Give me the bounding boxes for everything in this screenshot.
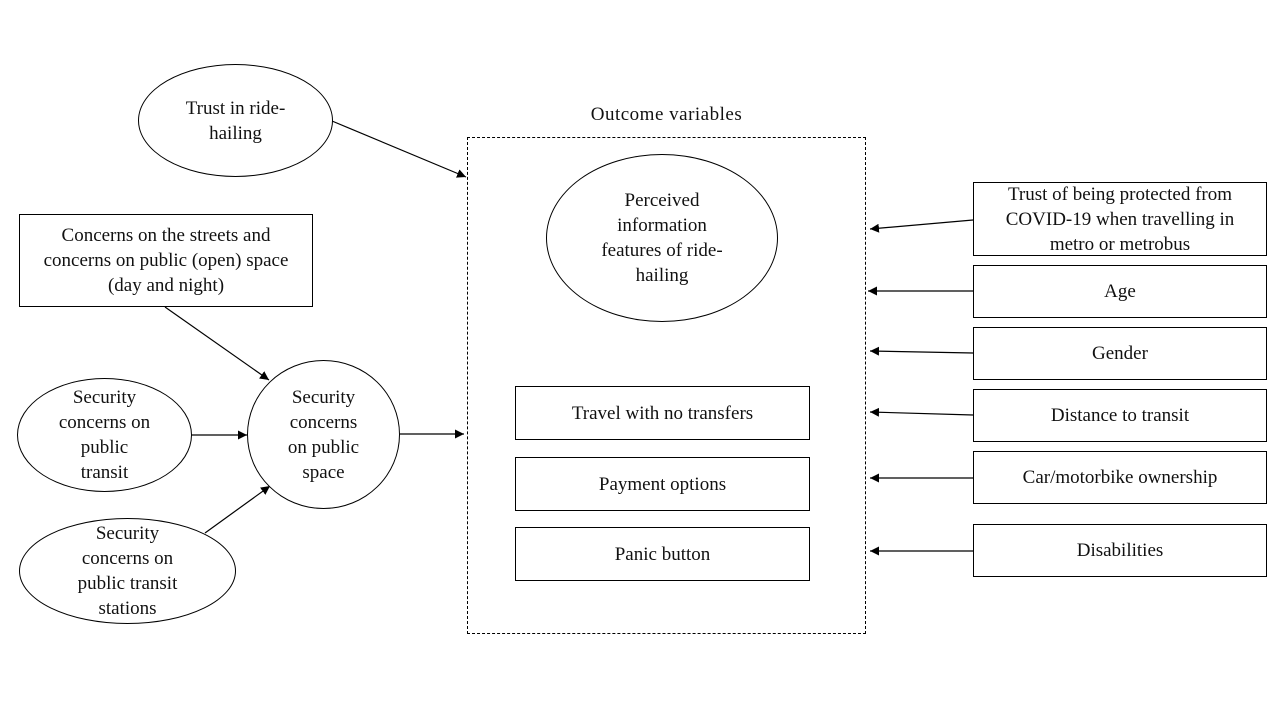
age-node: Age (973, 265, 1267, 318)
disabilities-label: Disabilities (1076, 540, 1164, 561)
stations-concerns-label: Security concerns on public transit stat… (77, 523, 178, 619)
gender-node: Gender (973, 327, 1267, 380)
disabilities-node: Disabilities (973, 524, 1267, 577)
arrow-trust-to-outcome (331, 120, 467, 178)
protected-covid-node: Trust of being protected from COVID-19 w… (973, 182, 1267, 256)
outcome-title: Outcome variables (590, 104, 743, 125)
arrow-gender-to-outcome (869, 346, 974, 356)
protected-covid-label: Trust of being protected from COVID-19 w… (1005, 183, 1235, 255)
car-ownership-label: Car/motorbike ownership (1022, 467, 1218, 488)
streets-concerns-label: Concerns on the streets and concerns on … (43, 225, 289, 296)
gender-label: Gender (1092, 343, 1148, 364)
perceived-features-label: Perceived information features of ride-h… (601, 190, 723, 286)
space-concerns-node: Security concerns on public space (247, 360, 400, 509)
travel-no-transfers-node: Travel with no transfers (515, 386, 810, 440)
arrow-streets-to-space (164, 306, 270, 381)
streets-concerns-node: Concerns on the streets and concerns on … (19, 214, 313, 307)
outcome-container (467, 137, 866, 634)
age-label: Age (1104, 281, 1136, 302)
transit-concerns-node: Security concerns on public transit (17, 378, 192, 492)
transit-concerns-label: Security concerns on public transit (58, 387, 151, 483)
travel-no-transfers-label: Travel with no transfers (571, 402, 754, 424)
payment-options-node: Payment options (515, 457, 810, 511)
perceived-features-node: Perceived information features of ride-h… (546, 154, 778, 322)
arrow-protected-to-outcome (869, 219, 974, 233)
stations-concerns-node: Security concerns on public transit stat… (19, 518, 236, 624)
panic-button-node: Panic button (515, 527, 810, 581)
distance-to-transit-label: Distance to transit (1050, 405, 1190, 426)
arrow-distance-to-outcome (869, 407, 974, 417)
panic-button-label: Panic button (614, 543, 711, 565)
trust-in-ride-hailing-node: Trust in ride-hailing (138, 64, 333, 177)
space-concerns-label: Security concerns on public space (287, 386, 360, 483)
distance-to-transit-node: Distance to transit (973, 389, 1267, 442)
trust-in-ride-hailing-label: Trust in ride-hailing (185, 97, 286, 144)
arrow-stations-to-space (204, 485, 271, 534)
car-ownership-node: Car/motorbike ownership (973, 451, 1267, 504)
payment-options-label: Payment options (598, 473, 727, 495)
